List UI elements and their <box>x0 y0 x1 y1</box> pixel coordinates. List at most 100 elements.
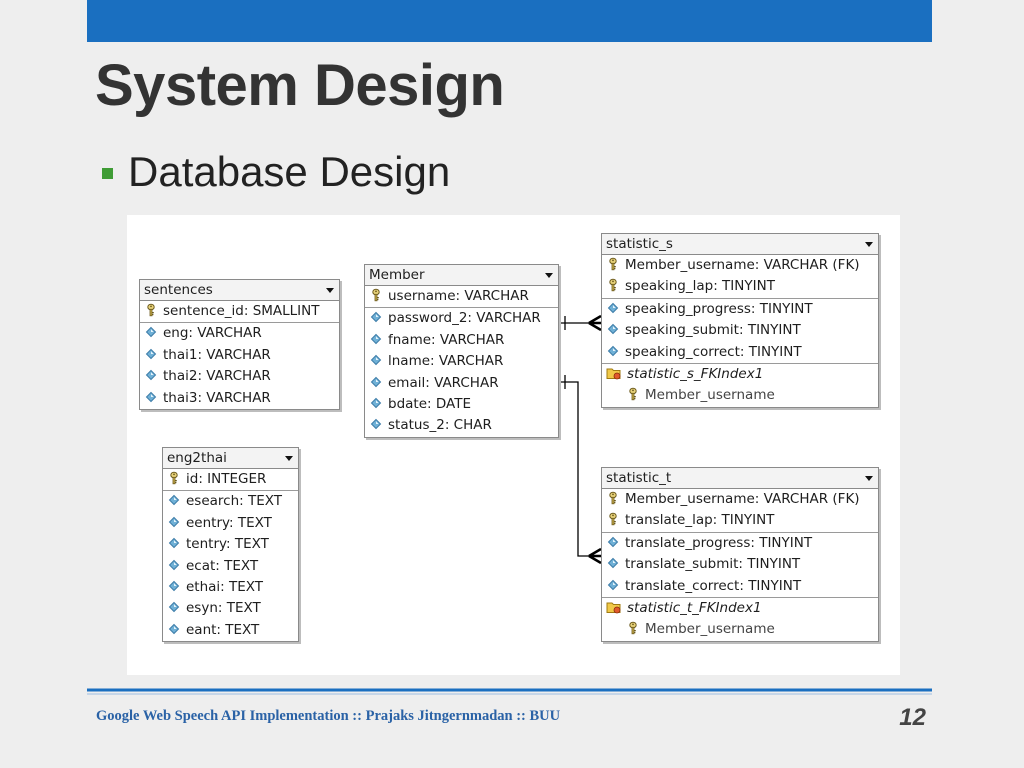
column-row[interactable]: translate_submit: TINYINT <box>602 554 878 575</box>
index-folder-icon <box>606 364 627 385</box>
column-text: speaking_correct: TINYINT <box>625 343 802 360</box>
bullet-square-icon <box>102 168 113 179</box>
column-row[interactable]: Member_username <box>602 619 878 640</box>
diamond-icon <box>167 491 186 512</box>
column-row[interactable]: ecat: TEXT <box>163 556 298 577</box>
column-text: username: VARCHAR <box>388 288 529 304</box>
column-row[interactable]: esyn: TEXT <box>163 598 298 619</box>
key-icon <box>167 469 186 490</box>
column-row[interactable]: ethai: TEXT <box>163 577 298 598</box>
column-text: statistic_s_FKIndex1 <box>627 365 764 382</box>
column-text: eant: TEXT <box>186 621 260 638</box>
column-row[interactable]: speaking_submit: TINYINT <box>602 320 878 341</box>
key-icon <box>606 276 625 297</box>
diamond-icon <box>144 323 163 344</box>
column-text: Member_username <box>645 387 775 404</box>
dropdown-arrow-icon[interactable] <box>326 288 334 293</box>
table-name: statistic_t <box>606 470 672 486</box>
column-row[interactable]: translate_progress: TINYINT <box>602 533 878 554</box>
column-row[interactable]: eentry: TEXT <box>163 513 298 534</box>
column-row[interactable]: translate_lap: TINYINT <box>602 510 878 531</box>
column-text: fname: VARCHAR <box>388 331 505 348</box>
column-text: speaking_submit: TINYINT <box>625 322 801 339</box>
column-text: status_2: CHAR <box>388 417 492 434</box>
table-name: sentences <box>144 282 213 298</box>
diamond-icon <box>167 620 186 641</box>
relationship-member-statistic-t <box>558 381 601 557</box>
table-section: esearch: TEXT eentry: TEXT tentry: TEXT eca… <box>163 491 298 641</box>
column-text: sentence_id: SMALLINT <box>163 303 320 319</box>
column-row[interactable]: Member_username: VARCHAR (FK) <box>602 489 878 510</box>
column-row[interactable]: username: VARCHAR <box>365 286 558 307</box>
column-row[interactable]: thai3: VARCHAR <box>140 388 339 409</box>
table-section: Member_username: VARCHAR (FK) speaking_la… <box>602 255 878 299</box>
footer-text: Google Web Speech API Implementation :: … <box>96 708 561 724</box>
column-text: Member_username: VARCHAR (FK) <box>625 257 860 273</box>
column-row[interactable]: email: VARCHAR <box>365 373 558 394</box>
diamond-icon <box>144 345 163 366</box>
column-row[interactable]: eng: VARCHAR <box>140 323 339 344</box>
diamond-icon <box>606 554 625 575</box>
column-text: eng: VARCHAR <box>163 325 262 342</box>
table-name: statistic_s <box>606 236 673 252</box>
diamond-icon <box>606 320 625 341</box>
dropdown-arrow-icon[interactable] <box>865 242 873 247</box>
table-section: id: INTEGER <box>163 469 298 492</box>
table-header[interactable]: statistic_t <box>602 468 878 489</box>
dropdown-arrow-icon[interactable] <box>285 456 293 461</box>
column-text: ecat: TEXT <box>186 557 259 574</box>
diamond-icon <box>606 342 625 363</box>
diamond-icon <box>167 513 186 534</box>
column-row[interactable]: status_2: CHAR <box>365 415 558 436</box>
column-row[interactable]: bdate: DATE <box>365 394 558 415</box>
column-text: translate_correct: TINYINT <box>625 577 802 594</box>
diamond-icon <box>369 373 388 394</box>
column-row[interactable]: speaking_correct: TINYINT <box>602 342 878 363</box>
dropdown-arrow-icon[interactable] <box>545 273 553 278</box>
diamond-icon <box>144 388 163 409</box>
key-icon <box>606 510 625 531</box>
column-row[interactable]: id: INTEGER <box>163 469 298 490</box>
table-header[interactable]: sentences <box>140 280 339 301</box>
column-row[interactable]: esearch: TEXT <box>163 491 298 512</box>
table-header[interactable]: Member <box>365 265 558 286</box>
index-row[interactable]: statistic_s_FKIndex1 <box>602 364 878 385</box>
column-text: tentry: TEXT <box>186 536 269 553</box>
column-row[interactable]: tentry: TEXT <box>163 534 298 555</box>
table-member[interactable]: Member username: VARCHAR password_2: VARCH… <box>364 264 559 438</box>
column-row[interactable]: Member_username <box>602 385 878 406</box>
table-name: Member <box>369 267 425 283</box>
table-header[interactable]: eng2thai <box>163 448 298 469</box>
diamond-icon <box>167 577 186 598</box>
diamond-icon <box>167 556 186 577</box>
column-row[interactable]: speaking_lap: TINYINT <box>602 276 878 297</box>
table-section: speaking_progress: TINYINT speaking_submi… <box>602 299 878 364</box>
column-row[interactable]: thai1: VARCHAR <box>140 345 339 366</box>
column-row[interactable]: lname: VARCHAR <box>365 351 558 372</box>
index-row[interactable]: statistic_t_FKIndex1 <box>602 598 878 619</box>
diamond-icon <box>167 598 186 619</box>
column-row[interactable]: eant: TEXT <box>163 620 298 641</box>
column-row[interactable]: speaking_progress: TINYINT <box>602 299 878 320</box>
crows-foot-icon <box>588 314 602 332</box>
table-header[interactable]: statistic_s <box>602 234 878 255</box>
table-sentences[interactable]: sentences sentence_id: SMALLINT eng: VARCH… <box>139 279 340 410</box>
column-row[interactable]: sentence_id: SMALLINT <box>140 301 339 322</box>
column-row[interactable]: fname: VARCHAR <box>365 330 558 351</box>
diamond-icon <box>369 351 388 372</box>
column-text: esearch: TEXT <box>186 493 283 510</box>
key-icon <box>606 255 625 276</box>
column-text: password_2: VARCHAR <box>388 310 541 327</box>
key-icon <box>606 489 625 510</box>
column-row[interactable]: translate_correct: TINYINT <box>602 576 878 597</box>
column-text: translate_lap: TINYINT <box>625 512 775 529</box>
diamond-icon <box>369 330 388 351</box>
column-row[interactable]: password_2: VARCHAR <box>365 308 558 329</box>
column-row[interactable]: Member_username: VARCHAR (FK) <box>602 255 878 276</box>
column-text: ethai: TEXT <box>186 578 264 595</box>
dropdown-arrow-icon[interactable] <box>865 476 873 481</box>
column-row[interactable]: thai2: VARCHAR <box>140 366 339 387</box>
